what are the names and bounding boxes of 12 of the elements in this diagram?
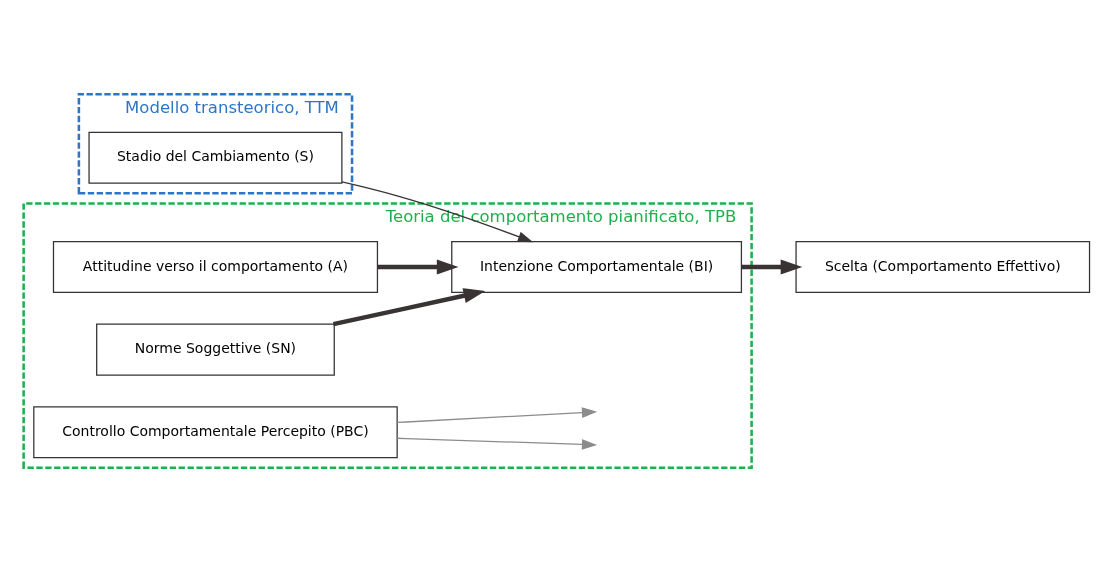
node-box: Stadio del Cambiamento (S) bbox=[88, 131, 343, 184]
arrow bbox=[377, 258, 459, 275]
node-box: Scelta (Comportamento Effettivo) bbox=[795, 240, 1091, 293]
arrow bbox=[341, 180, 534, 242]
arrow bbox=[396, 437, 598, 450]
node-box: Attitudine verso il comportamento (A) bbox=[52, 240, 379, 293]
arrow bbox=[332, 287, 486, 326]
node-box: Intenzione Comportamentale (BI) bbox=[451, 240, 743, 293]
node-box: Controllo Comportamentale Percepito (PBC) bbox=[33, 405, 398, 458]
arrow bbox=[396, 406, 598, 423]
arrow bbox=[741, 258, 803, 275]
node-box: Norme Soggettive (SN) bbox=[96, 323, 335, 376]
